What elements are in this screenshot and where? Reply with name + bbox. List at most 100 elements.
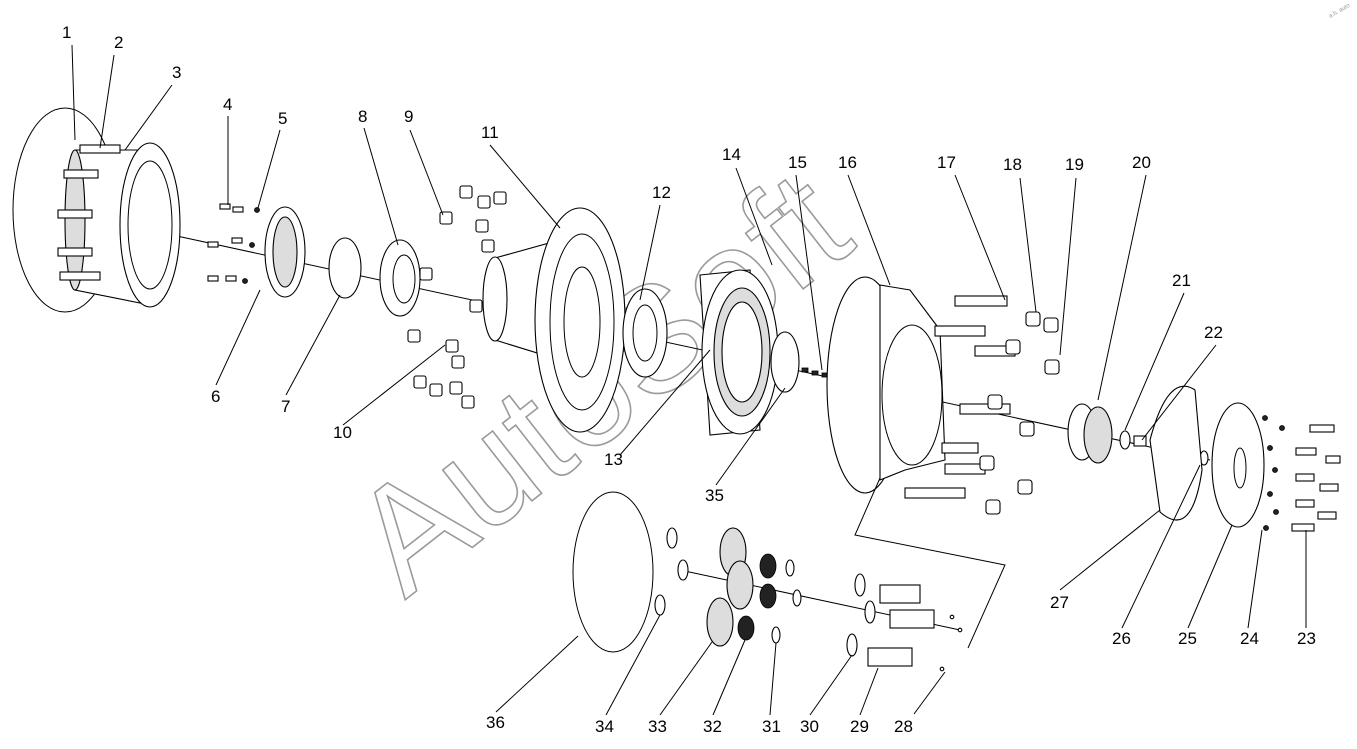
callout-11: 11: [481, 123, 499, 142]
callout-32: 32: [703, 717, 722, 736]
part-15-pins: [801, 367, 829, 378]
leader-line-28: [913, 671, 946, 715]
corner-mark: a.b. auto: [1328, 3, 1352, 20]
callout-23: 23: [1297, 629, 1316, 648]
leader-line-1: [71, 44, 76, 141]
callout-7: 7: [281, 397, 290, 416]
callout-34: 34: [595, 717, 614, 736]
leader-line-10: [342, 344, 446, 426]
callout-13: 13: [604, 450, 623, 469]
part-21-snap-ring: [1119, 430, 1131, 450]
part-6-oil-seal: [264, 206, 306, 298]
leader-line-22: [1141, 344, 1217, 441]
part-29-needle-bearings: [867, 584, 935, 667]
callout-27: 27: [1050, 593, 1069, 612]
part-11-wheel-hub: [482, 207, 626, 433]
leader-line-11: [489, 144, 561, 229]
callout-19: 19: [1065, 155, 1084, 174]
leader-line-17: [954, 174, 1006, 301]
callout-26: 26: [1112, 629, 1131, 648]
leader-line-34: [605, 614, 661, 716]
callout-5: 5: [278, 109, 287, 128]
leader-line-21: [1124, 292, 1185, 431]
leader-line-26: [1121, 464, 1201, 629]
callout-25: 25: [1178, 629, 1197, 648]
leader-line-13: [619, 349, 711, 456]
leader-line-9: [409, 129, 444, 216]
leader-line-25: [1187, 524, 1233, 629]
part-16-planet-carrier: [826, 276, 946, 494]
leader-line-8: [363, 127, 399, 246]
leader-line-24: [1247, 529, 1263, 629]
callout-21: 21: [1172, 271, 1191, 290]
callout-16: 16: [838, 153, 857, 172]
callout-31: 31: [762, 717, 781, 736]
part-3-hub-housing: [64, 142, 181, 308]
callout-4: 4: [223, 95, 232, 114]
callout-2: 2: [114, 33, 123, 52]
leader-line-20: [1097, 174, 1147, 401]
part-28-balls: [939, 614, 963, 672]
leader-line-5: [257, 129, 281, 209]
callout-12: 12: [652, 183, 671, 202]
callout-9: 9: [404, 107, 413, 126]
callout-17: 17: [937, 153, 956, 172]
part-8-bearing: [379, 239, 421, 317]
leader-line-30: [809, 654, 853, 716]
callout-30: 30: [800, 717, 819, 736]
part-19-nut: [1044, 359, 1060, 375]
leader-line-3: [124, 84, 173, 151]
leader-line-15: [795, 174, 823, 371]
callout-3: 3: [172, 63, 181, 82]
callout-36: 36: [486, 713, 505, 732]
leader-line-19: [1059, 177, 1077, 356]
part-4-bolts: [207, 203, 244, 282]
leader-line-27: [1059, 509, 1161, 591]
callout-29: 29: [850, 717, 869, 736]
part-27-gasket: [1149, 385, 1203, 521]
leader-line-36: [495, 635, 579, 713]
callout-6: 6: [211, 387, 220, 406]
callout-15: 15: [788, 153, 807, 172]
part-33-planet-gears: [706, 527, 754, 647]
part-20-sun-gear: [1067, 403, 1113, 464]
part-9-nuts: [419, 185, 507, 313]
callout-24: 24: [1240, 629, 1259, 648]
leader-line-35: [715, 387, 786, 486]
leader-line-2: [99, 54, 115, 149]
part-5-washers: [242, 207, 260, 284]
part-23-bolts: [1291, 424, 1341, 532]
callout-10: 10: [333, 423, 352, 442]
callout-28: 28: [894, 717, 913, 736]
part-22-spacer: [1133, 435, 1147, 447]
part-17-planet-pins: [904, 295, 1016, 499]
leader-line-33: [659, 641, 713, 716]
part-34-thrust-washers: [654, 527, 689, 616]
part-12-bearing: [622, 288, 668, 378]
leader-line-14: [735, 167, 773, 266]
part-2-wheel-studs: [57, 144, 121, 281]
callout-8: 8: [358, 107, 367, 126]
callout-35: 35: [705, 486, 724, 505]
leader-line-16: [847, 174, 891, 286]
part-25-end-cover: [1211, 402, 1265, 528]
callout-22: 22: [1204, 323, 1223, 342]
part-24-washers: [1262, 415, 1285, 531]
part-10-nuts: [407, 329, 475, 409]
assembly-axis: [139, 227, 1211, 461]
callout-1: 1: [62, 23, 71, 42]
callout-20: 20: [1132, 153, 1151, 172]
part-36-large-o-ring: [572, 491, 654, 653]
leader-line-29: [859, 667, 879, 716]
part-31-rings: [771, 559, 802, 644]
detail-bracket: [854, 477, 1006, 649]
part-35-thrust-plate: [770, 331, 800, 393]
part-30-washers: [846, 573, 876, 657]
leader-line-18: [1019, 177, 1037, 313]
leader-line-12: [639, 204, 661, 301]
callout-18: 18: [1003, 155, 1022, 174]
leader-line-32: [712, 639, 746, 716]
part-18-nuts: [979, 311, 1059, 515]
